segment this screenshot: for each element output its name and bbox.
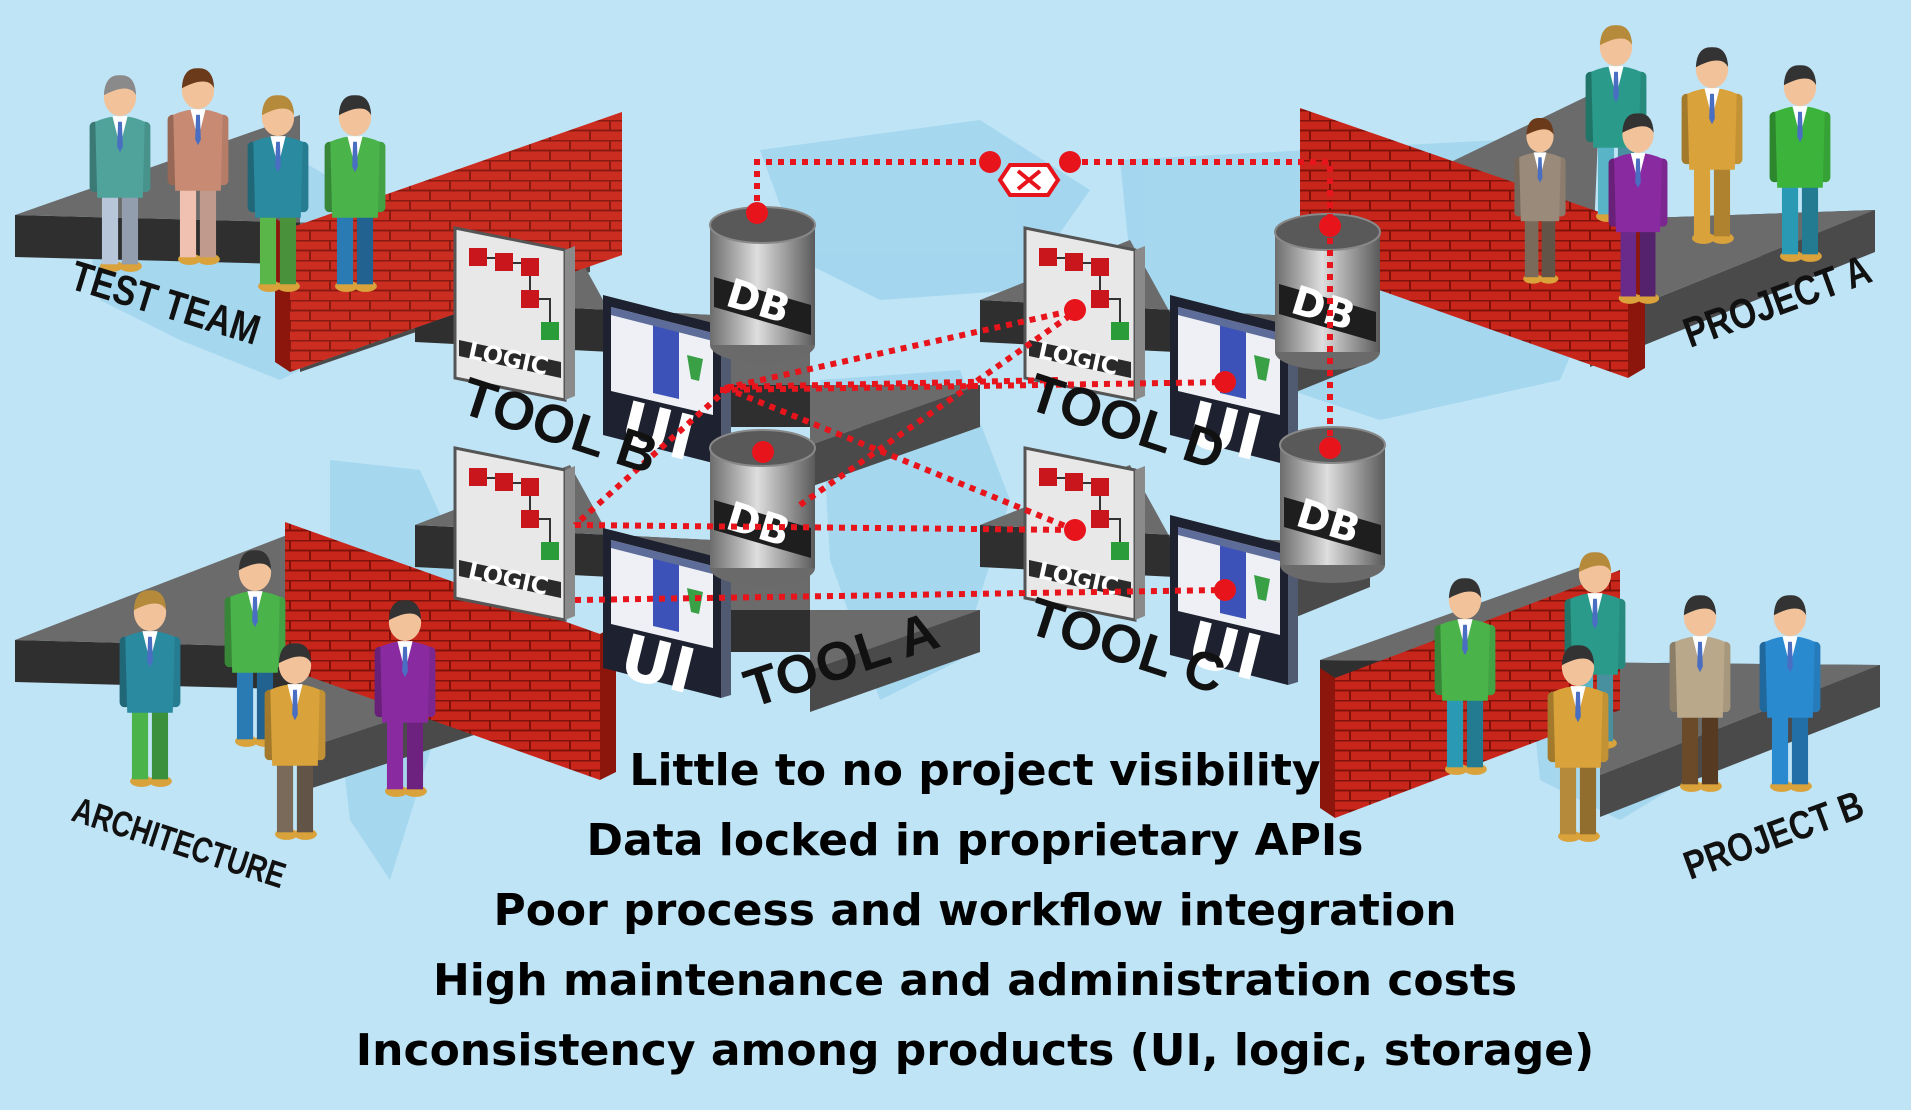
logic-flowchart-icon: LOGIC <box>453 226 575 402</box>
connector-node <box>979 151 1001 173</box>
connector-line <box>754 159 990 213</box>
connector-node <box>1319 437 1341 459</box>
person-icon <box>224 550 286 747</box>
person-icon <box>264 643 326 840</box>
ui-label: UI <box>613 387 702 476</box>
broken-link-icon <box>997 163 1061 197</box>
connector-line <box>574 587 1226 603</box>
connector-node <box>1064 519 1086 541</box>
logic-flowchart-icon: LOGIC <box>453 446 575 622</box>
connector-line <box>723 385 1077 533</box>
connector-line <box>719 379 1231 393</box>
person-icon <box>1514 117 1566 284</box>
monitor-icon: UI <box>603 528 731 708</box>
people <box>89 25 1831 842</box>
connector-line <box>798 307 1080 508</box>
person-icon <box>247 95 309 292</box>
connector-node <box>1214 579 1236 601</box>
person-icon <box>1669 595 1731 792</box>
ui-label: UI <box>1180 387 1269 476</box>
connector-line <box>1070 159 1333 226</box>
connector-node <box>752 441 774 463</box>
person-icon <box>1681 47 1743 244</box>
data-connectors <box>572 159 1333 603</box>
problem-list: Little to no project visibility Data loc… <box>356 745 1594 1076</box>
person-icon <box>167 68 229 265</box>
ui-label: UI <box>1180 607 1269 696</box>
connector-line <box>727 377 1061 390</box>
connector-node <box>1064 299 1086 321</box>
problem-item: Data locked in proprietary APIs <box>587 815 1364 866</box>
person-icon <box>374 600 436 797</box>
person-icon <box>1769 65 1831 262</box>
team-label-project-b: PROJECT B <box>1678 782 1870 888</box>
team-label-architecture: ARCHITECTURE <box>68 789 291 896</box>
connector-line <box>572 385 731 528</box>
person-icon <box>119 590 181 787</box>
person-icon <box>89 75 151 272</box>
connector-nodes <box>746 151 1341 601</box>
problem-item: Inconsistency among products (UI, logic,… <box>356 1025 1594 1076</box>
connector-node <box>1059 151 1081 173</box>
person-icon <box>1434 578 1496 775</box>
platform-tool-bridge-bottom <box>650 545 980 712</box>
problem-item: Poor process and workflow integration <box>493 885 1456 936</box>
person-icon <box>324 95 386 292</box>
problem-item: High maintenance and administration cost… <box>433 955 1517 1006</box>
platform-tool-bridge-top <box>650 320 980 487</box>
person-icon <box>1608 113 1668 304</box>
database-icon: DB <box>709 206 816 363</box>
connector-node <box>1214 371 1236 393</box>
ui-label: UI <box>613 620 702 709</box>
connector-node <box>1319 215 1341 237</box>
connector-node <box>746 202 768 224</box>
person-icon <box>1759 595 1821 792</box>
database-icon: DB <box>709 429 816 586</box>
database-icon: DB <box>1279 426 1386 583</box>
problem-item: Little to no project visibility <box>629 745 1320 796</box>
person-icon <box>1547 645 1609 842</box>
